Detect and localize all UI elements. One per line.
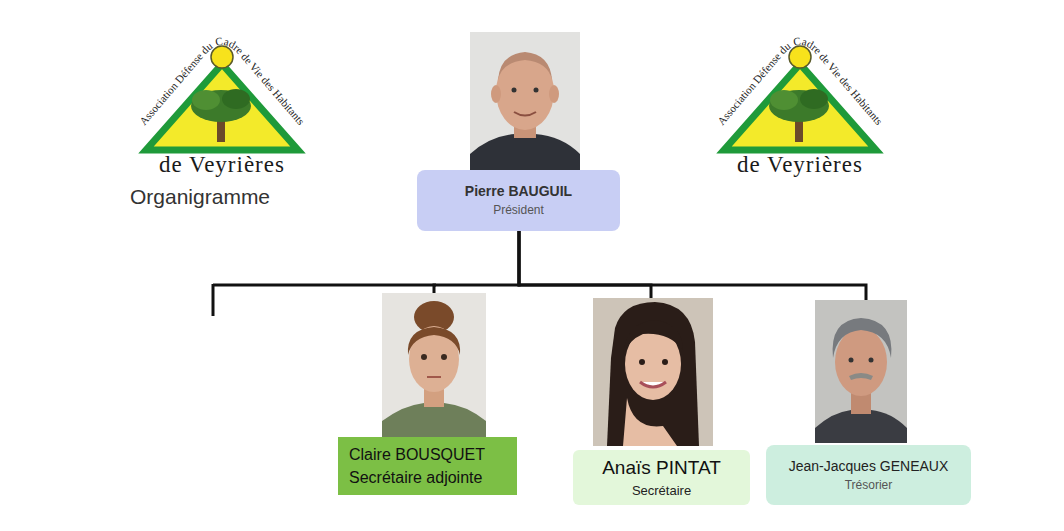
role-title: Président [493, 203, 544, 217]
tree-stub [212, 284, 215, 316]
person-name: Pierre BAUGUIL [465, 183, 572, 200]
person-name: Jean-Jacques GENEAUX [789, 458, 949, 475]
portrait-photo [815, 300, 907, 443]
name-box: Jean-Jacques GENEAUX Trésorier [766, 445, 971, 505]
logo-right: Association Défense du Cadre de Vie des … [715, 35, 885, 150]
logo-canopy [769, 90, 829, 122]
name-box: Claire BOUSQUET Secrétaire adjointe [338, 437, 517, 495]
name-box: Pierre BAUGUIL Président [417, 170, 620, 231]
logo-canopy [191, 90, 251, 122]
portrait-photo [470, 32, 580, 170]
logo-canopy [222, 89, 250, 109]
logo-canopy [800, 89, 828, 109]
logo-canopy [770, 90, 798, 110]
person-node: Claire BOUSQUET Secrétaire adjointe [337, 293, 517, 495]
person-node: Jean-Jacques GENEAUX Trésorier [765, 300, 971, 505]
org-connector [519, 231, 866, 300]
person-node: Pierre BAUGUIL Président [416, 32, 620, 231]
logo-left: Association Défense du Cadre de Vie des … [137, 35, 307, 150]
logo-arc-text: Association Défense du Cadre de Vie des … [715, 35, 885, 127]
portrait-photo [382, 293, 486, 437]
person-node: Anaïs PINTAT Secrétaire [572, 298, 750, 505]
logo-triangle [146, 64, 298, 150]
logo-arc-text: Association Défense du Cadre de Vie des … [137, 35, 307, 127]
role-title: Trésorier [845, 478, 893, 492]
role-title: Secrétaire adjointe [349, 468, 482, 487]
portrait-photo [593, 298, 713, 446]
person-name: Anaïs PINTAT [602, 457, 721, 480]
name-box: Anaïs PINTAT Secrétaire [573, 450, 750, 505]
logo-name: de Veyrières [578, 152, 1022, 178]
org-connector [434, 231, 519, 293]
org-connector [519, 231, 651, 298]
logo-triangle [724, 64, 876, 150]
role-title: Secrétaire [632, 483, 691, 499]
logo-canopy [192, 90, 220, 110]
person-name: Claire BOUSQUET [349, 445, 485, 464]
chart-title: Organigramme [130, 185, 270, 209]
logo-name: de Veyrières [0, 152, 444, 178]
tree-stub [213, 284, 436, 287]
